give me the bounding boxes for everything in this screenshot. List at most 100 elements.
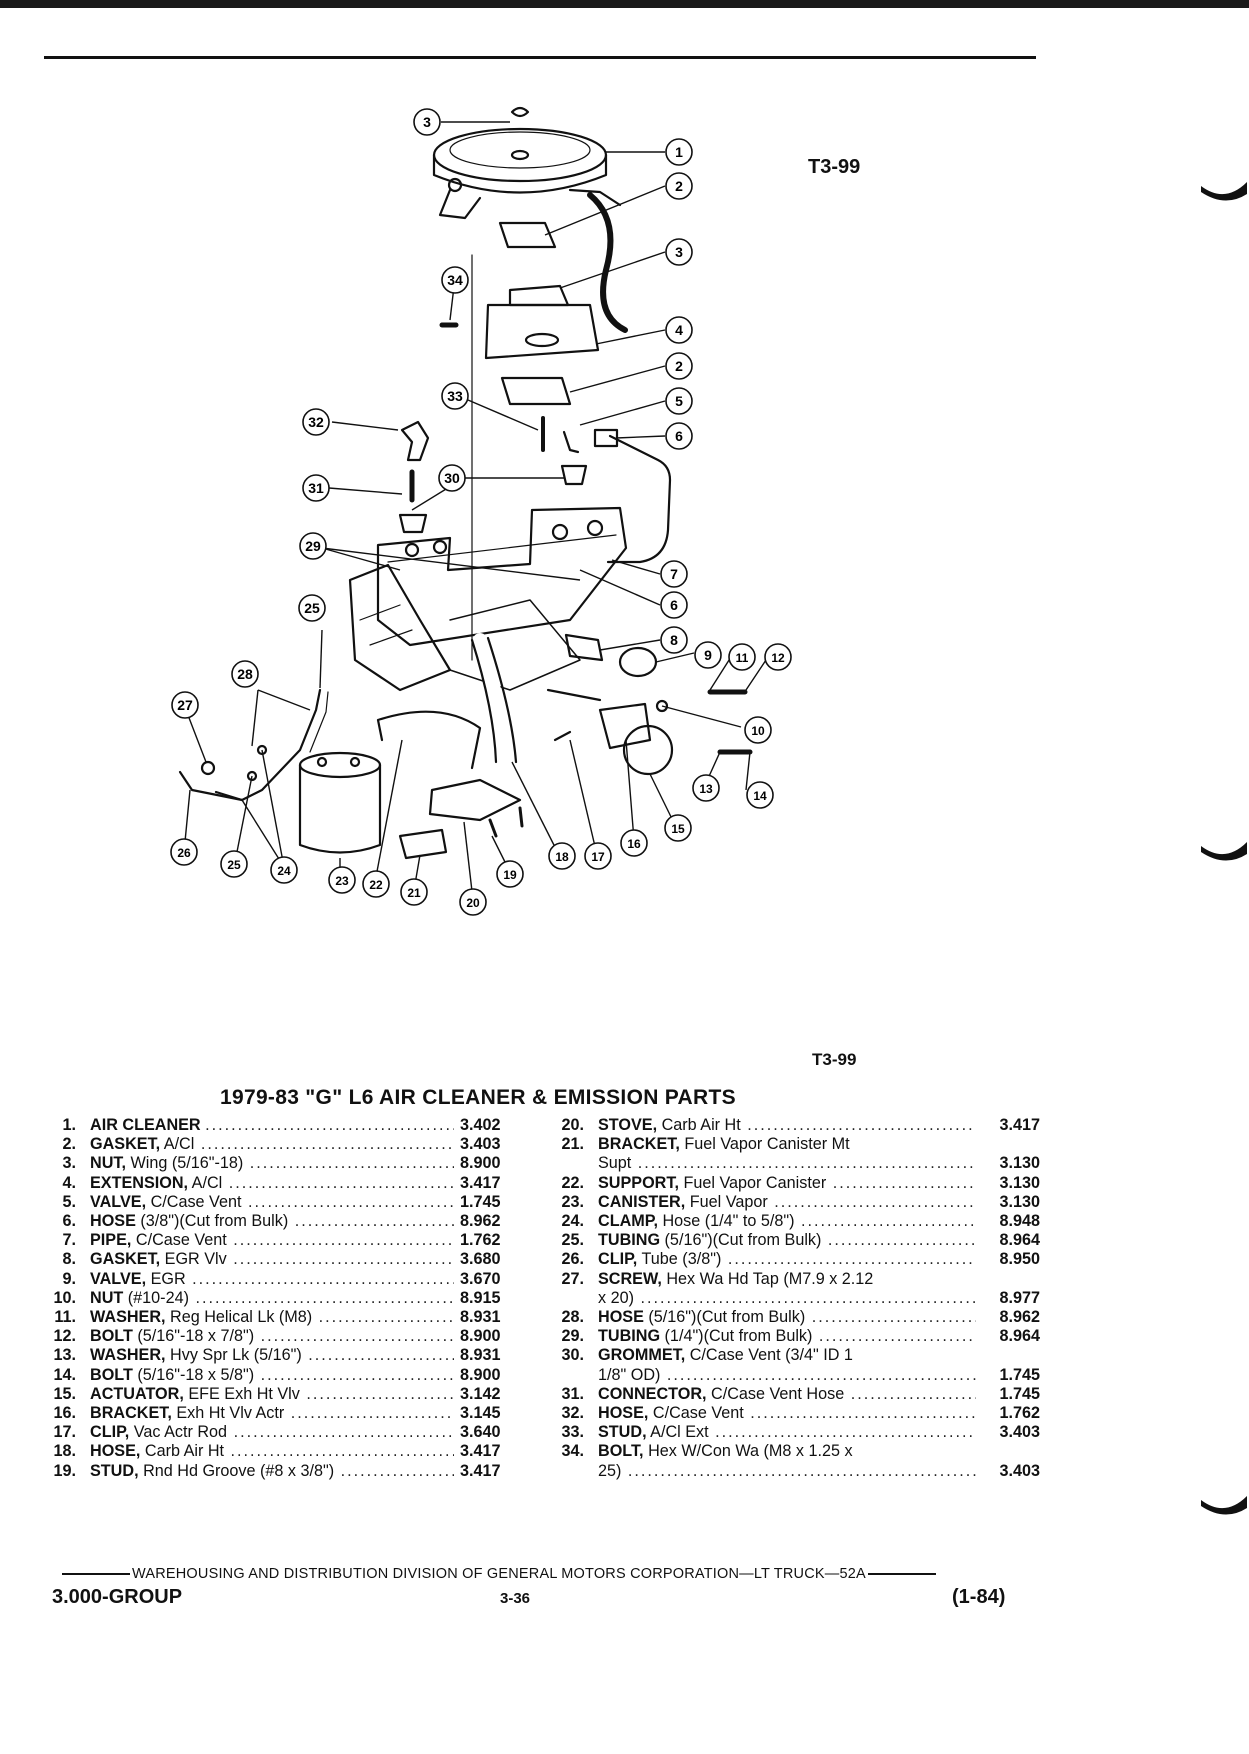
part-detail: Hose (1/4" to 5/8") [662, 1212, 795, 1231]
binder-mark-icon [1201, 1496, 1247, 1515]
part-name: CLIP, [598, 1250, 638, 1269]
leader-dots: ........................................… [340, 1461, 454, 1480]
canister-drawing [298, 751, 382, 854]
part-detail: Exh Ht Vlv Actr [176, 1404, 285, 1423]
callout-21: 21 [400, 878, 428, 906]
parts-row: 26. CLIP, Tube (3/8") ...................… [548, 1250, 1040, 1269]
leader-dots: ........................................… [233, 1231, 454, 1250]
svg-text:27: 27 [177, 697, 193, 713]
group-number: 8.950 [999, 1250, 1040, 1269]
footer-date-code: (1-84) [952, 1586, 1006, 1608]
part-name: HOSE, [598, 1404, 649, 1423]
group-number: 8.964 [999, 1327, 1040, 1346]
parts-row: 30.GROMMET, C/Case Vent (3/4" ID 1 [548, 1346, 1040, 1365]
group-number: 1.762 [999, 1404, 1040, 1423]
parts-row: 33.STUD, A/Cl Ext ......................… [548, 1423, 1040, 1442]
callout-2-top: 2 [665, 172, 693, 200]
part-number: 28. [561, 1308, 584, 1327]
part-detail: Hvy Spr Lk (5/16") [170, 1346, 302, 1365]
callout-1: 1 [665, 138, 693, 166]
group-number: 1.745 [999, 1384, 1040, 1403]
callout-20: 20 [459, 888, 487, 916]
part-number: 5. [62, 1192, 76, 1211]
callout-9: 9 [694, 641, 722, 669]
callout-28: 28 [231, 660, 259, 688]
part-detail: Rnd Hd Groove (#8 x 3/8") [143, 1461, 335, 1480]
part-description: BRACKET, Exh Ht Vlv Actr ...............… [90, 1404, 454, 1423]
parts-row: 17.CLIP, Vac Actr Rod ..................… [40, 1423, 530, 1442]
group-number: 3.145 [460, 1404, 501, 1423]
elbow-hose-drawing [400, 420, 430, 462]
part-name: CLIP, [90, 1423, 130, 1442]
callout-31: 31 [302, 474, 330, 502]
part-detail: (#10-24) [127, 1288, 189, 1307]
part-number: 26. [561, 1250, 584, 1269]
part-detail: 1/8" OD) [598, 1365, 661, 1384]
part-number: 23. [561, 1192, 584, 1211]
leader-dots: ........................................… [827, 1231, 976, 1250]
part-detail: (5/16"-18 x 5/8") [137, 1365, 255, 1384]
callout-27: 27 [171, 691, 199, 719]
callout-32: 32 [302, 408, 330, 436]
grommet-left-drawing [398, 513, 428, 534]
leader-dots: ........................................… [715, 1423, 976, 1442]
grommet-right-drawing [560, 464, 588, 486]
header-rule [44, 56, 1036, 59]
svg-text:8: 8 [670, 632, 678, 648]
callout-3-mid: 3 [665, 238, 693, 266]
group-number: 3.142 [460, 1384, 501, 1403]
leader-dots: ........................................… [228, 1173, 454, 1192]
part-detail: Fuel Vapor Canister [683, 1173, 827, 1192]
footer-division-text: WAREHOUSING AND DISTRIBUTION DIVISION OF… [132, 1566, 866, 1582]
callout-7: 7 [660, 560, 688, 588]
canister-bracket-drawing [398, 828, 448, 860]
stud-small-drawing [488, 806, 524, 838]
svg-text:23: 23 [335, 874, 349, 888]
part-number: 11. [54, 1308, 76, 1327]
svg-text:34: 34 [447, 272, 463, 288]
callout-25-lower: 25 [220, 850, 248, 878]
leader-dots: ........................................… [801, 1212, 976, 1231]
leader-dots: ........................................… [774, 1192, 976, 1211]
callout-18: 18 [548, 842, 576, 870]
leader-dots: ........................................… [627, 1461, 976, 1480]
part-name: GASKET, [90, 1250, 161, 1269]
callout-13: 13 [692, 774, 720, 802]
svg-text:6: 6 [670, 597, 678, 613]
part-detail: (1/4")(Cut from Bulk) [664, 1327, 813, 1346]
parts-row: 34.BOLT, Hex W/Con Wa (M8 x 1.25 x [548, 1442, 1040, 1461]
leader-dots: ........................................… [233, 1423, 454, 1442]
part-description: CONNECTOR, C/Case Vent Hose ............… [598, 1385, 976, 1404]
parts-row: 22.SUPPORT, Fuel Vapor Canister ........… [548, 1174, 1040, 1193]
part-name: HOSE [598, 1308, 644, 1327]
exploded-view-svg: 3 1 2 3 34 4 2 5 6 33 32 30 31 29 7 6 25… [170, 106, 792, 916]
svg-text:11: 11 [736, 651, 749, 665]
svg-text:10: 10 [751, 724, 765, 738]
group-number: 1.745 [460, 1192, 501, 1211]
part-name: BOLT [90, 1365, 133, 1384]
callout-10: 10 [744, 716, 772, 744]
parts-row: 3.NUT, Wing (5/16"-18) .................… [40, 1154, 530, 1173]
parts-row: 6.HOSE (3/8")(Cut from Bulk) ...........… [40, 1212, 530, 1231]
leader-dots: ........................................… [260, 1365, 454, 1384]
group-number: 3.417 [460, 1173, 501, 1192]
part-description: VALVE, C/Case Vent .....................… [90, 1193, 454, 1212]
part-detail: x 20) [598, 1288, 634, 1307]
leader-dots: ........................................… [249, 1154, 454, 1173]
parts-row: 5. VALVE, C/Case Vent ...................… [40, 1193, 530, 1212]
callout-16: 16 [620, 829, 648, 857]
part-number: 30. [561, 1346, 584, 1365]
callout-15: 15 [664, 814, 692, 842]
leader-dots: ........................................… [192, 1269, 454, 1288]
part-detail: A/Cl [191, 1173, 223, 1192]
parts-list-title: 1979-83 "G" L6 AIR CLEANER & EMISSION PA… [220, 1086, 736, 1109]
callout-30: 30 [438, 464, 466, 492]
leader-dots: ........................................… [195, 1288, 454, 1307]
callout-8: 8 [660, 626, 688, 654]
group-number: 3.417 [460, 1461, 501, 1480]
part-description: CLIP, Tube (3/8") ......................… [598, 1250, 976, 1269]
leader-dots: ........................................… [727, 1250, 976, 1269]
svg-text:15: 15 [671, 822, 685, 836]
parts-list-left-column: 1.AIR CLEANER ..........................… [40, 1116, 530, 1481]
part-number: 18. [53, 1442, 76, 1461]
